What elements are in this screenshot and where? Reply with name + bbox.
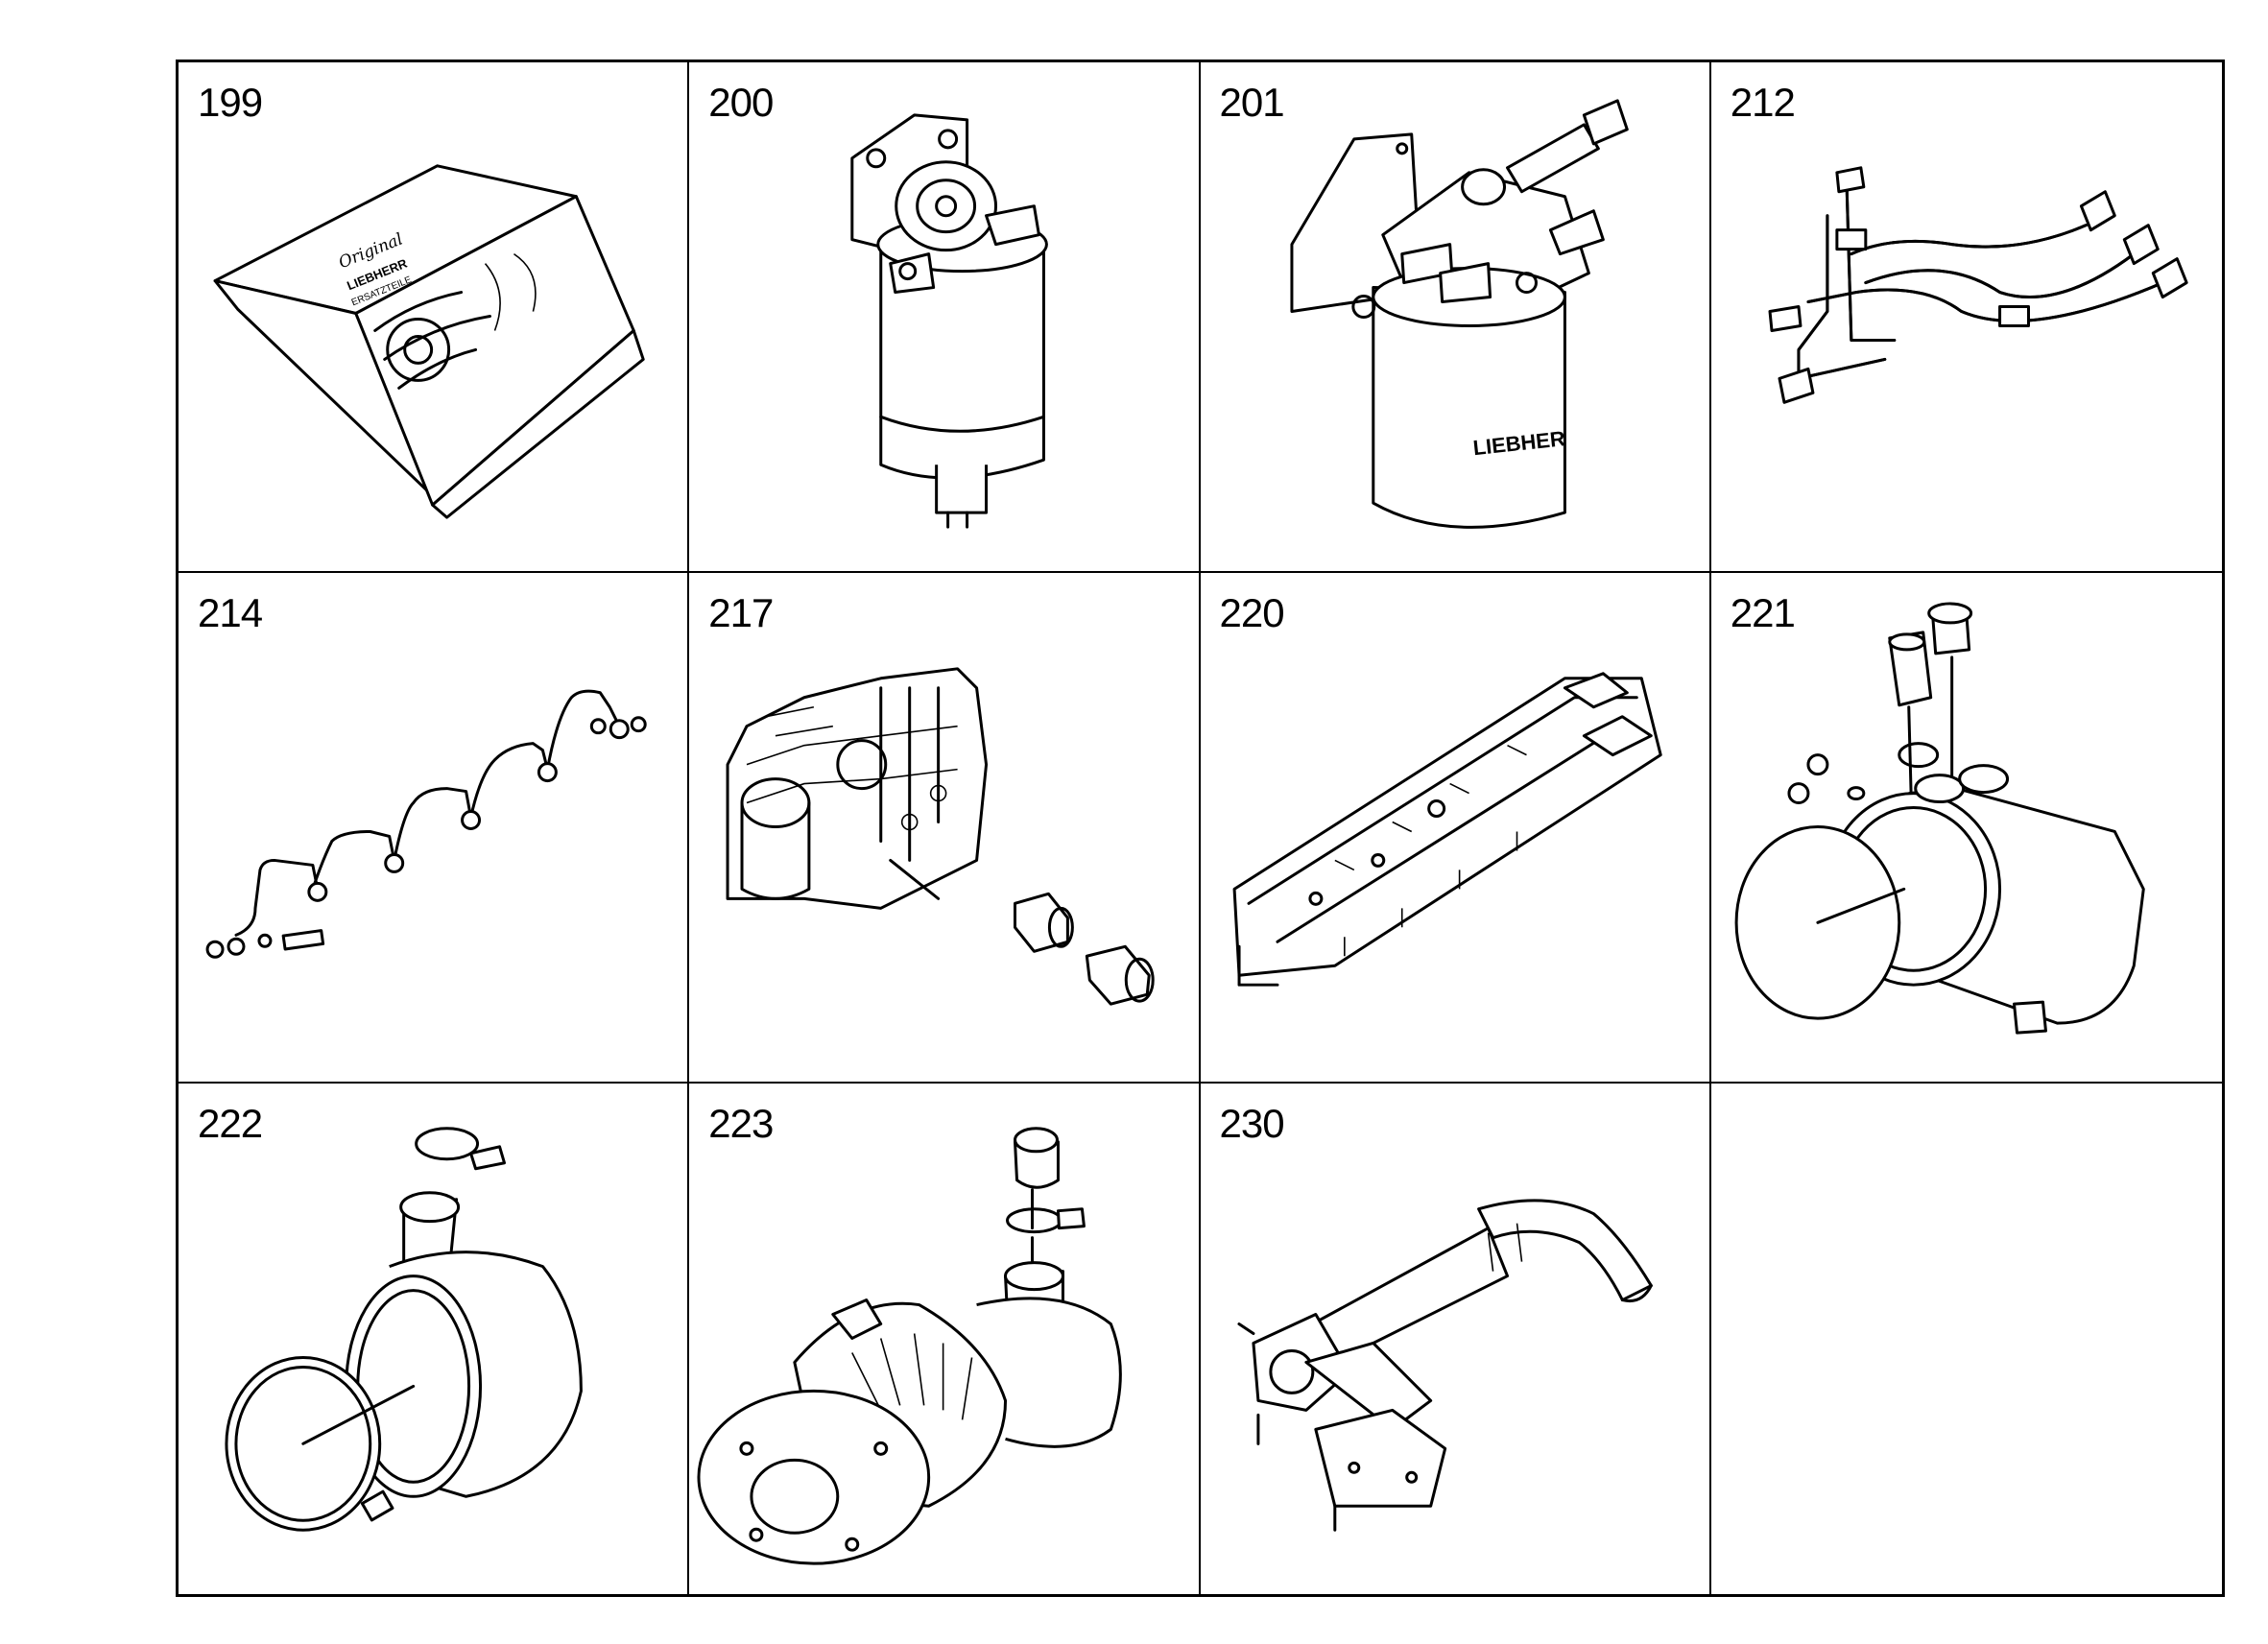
part-number: 223 xyxy=(708,1101,774,1146)
part-cell[interactable]: 201 LIEBHER xyxy=(1200,62,1711,573)
part-cell[interactable]: 217 xyxy=(689,573,1201,1084)
part-cell[interactable]: 220 xyxy=(1200,573,1711,1084)
part-number: 199 xyxy=(198,80,263,125)
fuel-filter-assembly-icon: LIEBHER xyxy=(1289,99,1629,529)
fuel-lines-icon xyxy=(1768,166,2188,404)
connector-with-clamp-icon xyxy=(225,1127,583,1532)
part-number: 222 xyxy=(198,1101,263,1146)
part-cell[interactable]: 199 Original LIEBHERR ERSATZTEILE xyxy=(179,62,690,573)
part-cell[interactable]: 223 xyxy=(689,1084,1201,1594)
original-parts-box-icon: Original LIEBHERR ERSATZTEILE xyxy=(213,164,645,519)
fuel-filter-with-bracket-icon xyxy=(850,113,1049,529)
part-cell[interactable]: 222 xyxy=(179,1084,690,1594)
part-number: 212 xyxy=(1730,80,1796,125)
turbocharger-connector-icon xyxy=(697,1127,1123,1565)
empty-cell xyxy=(1711,1084,2222,1594)
part-cell[interactable]: 230 xyxy=(1201,1084,1711,1594)
part-cell[interactable]: 214 xyxy=(179,573,690,1084)
exhaust-pipe-bracket-icon xyxy=(1236,1199,1653,1532)
parts-grid: 199 Original LIEBHERR ERSATZTEILE 200 xyxy=(176,60,2225,1597)
part-number: 201 xyxy=(1219,80,1285,125)
part-number: 214 xyxy=(198,590,263,635)
engine-fitting-icon xyxy=(726,667,1155,1006)
part-cell[interactable]: 221 xyxy=(1710,573,2222,1084)
injection-line-set-icon xyxy=(205,689,647,959)
part-number: 221 xyxy=(1730,590,1796,635)
part-cell[interactable]: 212 xyxy=(1710,62,2222,573)
intake-manifold-icon xyxy=(1232,672,1662,987)
part-cell[interactable]: 200 xyxy=(689,62,1201,573)
part-number: 200 xyxy=(708,80,774,125)
part-number: 217 xyxy=(708,590,774,635)
pipe-adapter-with-plugs-icon xyxy=(1734,602,2145,1035)
part-number: 230 xyxy=(1219,1101,1285,1146)
part-number: 220 xyxy=(1219,590,1285,635)
